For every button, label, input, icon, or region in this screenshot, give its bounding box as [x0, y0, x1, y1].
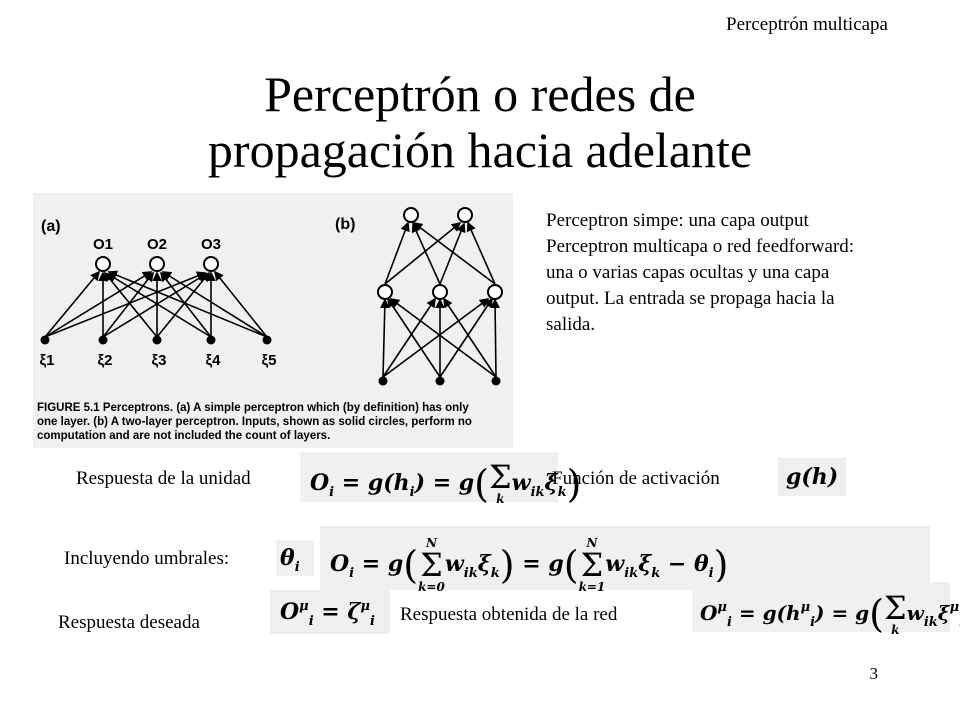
input-xi3: ξ3 [151, 352, 166, 369]
activation-label: Función de activación [552, 468, 720, 489]
panel-b-label: (b) [335, 216, 355, 233]
title-line-1: Perceptrón o redes de [264, 66, 696, 122]
output-o2: O2 [147, 236, 167, 253]
header-label: Perceptrón multicapa [726, 14, 888, 35]
perceptron-diagram: (a) (b) O1 O2 O3 ξ1 ξ2 ξ3 ξ4 ξ5 [37, 207, 503, 442]
description: Perceptron simpe: una capa output Percep… [546, 208, 866, 338]
figure-caption-line-2: one layer. (b) A two-layer perceptron. I… [37, 416, 472, 428]
figure-caption-line-3: computation and are not included the cou… [37, 430, 330, 442]
slide-title: Perceptrón o redes de propagación hacia … [0, 66, 960, 178]
page-number: 3 [869, 664, 879, 683]
input-xi4: ξ4 [205, 352, 221, 369]
panel-a-label: (a) [41, 218, 61, 235]
perceptron-figure: (a) (b) O1 O2 O3 ξ1 ξ2 ξ3 ξ4 ξ5 [33, 193, 513, 448]
activation-equation: g(h) [778, 458, 846, 496]
figure-caption-line-1: FIGURE 5.1 Perceptrons. (a) A simple per… [37, 402, 469, 414]
obtained-label: Respuesta obtenida de la red [400, 604, 618, 625]
description-line-1: Perceptron simpe: una capa output [546, 210, 809, 231]
thresholds-label: Incluyendo umbrales: [64, 548, 230, 569]
input-xi1: ξ1 [39, 352, 54, 369]
output-o1: O1 [93, 236, 113, 253]
desired-label: Respuesta deseada [58, 612, 200, 633]
input-xi5: ξ5 [261, 352, 276, 369]
threshold-symbol: θi [276, 540, 314, 576]
description-line-2: Perceptron multicapa o red feedforward: … [546, 236, 855, 335]
unit-response-label: Respuesta de la unidad [76, 468, 251, 489]
desired-equation: Oμi = ζμi [270, 590, 390, 634]
obtained-equation: Oμi = g(hμi) = g(Σkwikξμk) . [692, 582, 960, 637]
input-xi2: ξ2 [97, 352, 112, 369]
title-line-2: propagación hacia adelante [207, 122, 753, 178]
output-o3: O3 [201, 236, 221, 253]
